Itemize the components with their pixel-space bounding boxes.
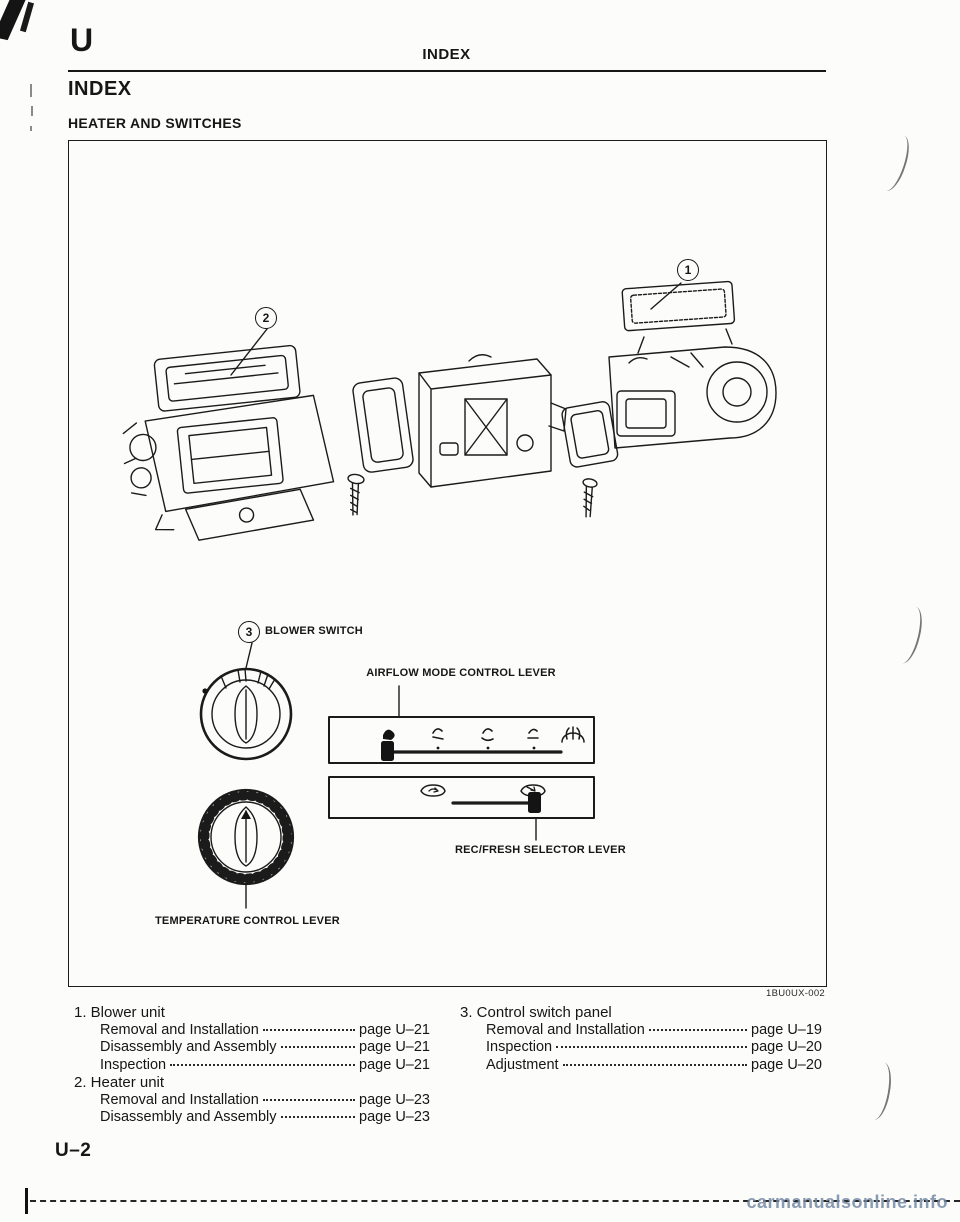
- scan-artifact: [891, 604, 927, 666]
- scan-artifact: [30, 126, 32, 131]
- entry-label: Removal and Installation: [100, 1021, 259, 1038]
- entry-label: Inspection: [100, 1056, 167, 1073]
- index-entry: Removal and Installation page U–19: [460, 1022, 822, 1040]
- airflow-label: AIRFLOW MODE CONTROL LEVER: [366, 667, 556, 679]
- figure-code: 1BU0UX-002: [766, 988, 825, 999]
- entry-label: Adjustment: [486, 1056, 559, 1073]
- screw-drawing: [347, 473, 365, 516]
- blower-switch-dial: [199, 667, 293, 761]
- scan-artifact: [31, 106, 33, 116]
- entry-page: page U–23: [359, 1091, 430, 1108]
- callout-2: 2: [255, 307, 277, 329]
- screw-drawing: [582, 478, 598, 518]
- figure-box: 1 2 3 BLOWER SWITCH AIRFLOW MODE CONTROL…: [68, 140, 827, 987]
- scan-artifact: [30, 84, 32, 97]
- entry-label: Removal and Installation: [486, 1021, 645, 1038]
- index-entry: Disassembly and Assembly page U–21: [74, 1039, 430, 1057]
- entry-label: Removal and Installation: [100, 1091, 259, 1108]
- index-entry: Removal and Installation page U–21: [74, 1022, 430, 1040]
- index-entry: Disassembly and Assembly page U–23: [74, 1109, 430, 1127]
- dot-leader: [262, 1028, 356, 1031]
- entry-page: page U–20: [751, 1056, 822, 1073]
- dot-leader: [648, 1028, 748, 1031]
- header-rule: [68, 70, 826, 72]
- index-entry: Inspection page U–21: [74, 1057, 430, 1075]
- figure-illustration: [122, 280, 777, 909]
- entry-label: Disassembly and Assembly: [100, 1109, 277, 1125]
- entry-page: page U–19: [751, 1021, 822, 1038]
- heater-unit-drawing: [122, 344, 335, 541]
- dot-leader: [562, 1063, 748, 1066]
- index-item-title: 1. Blower unit: [74, 1004, 165, 1021]
- scan-artifact: [863, 1060, 895, 1122]
- subsection-title: HEATER AND SWITCHES: [68, 115, 242, 131]
- page-title: INDEX: [68, 78, 132, 100]
- temperature-dial: [197, 788, 295, 909]
- index-item-title: 3. Control switch panel: [460, 1004, 612, 1021]
- section-letter: U: [70, 22, 95, 58]
- running-header: INDEX: [422, 46, 471, 63]
- temperature-label: TEMPERATURE CONTROL LEVER: [155, 915, 340, 927]
- callout-leaders: [230, 282, 682, 669]
- index-column-right: 3. Control switch panel Removal and Inst…: [460, 1004, 822, 1074]
- entry-page: page U–20: [751, 1039, 822, 1055]
- recfresh-label: REC/FRESH SELECTOR LEVER: [455, 844, 626, 856]
- blower-switch-label: BLOWER SWITCH: [265, 625, 363, 637]
- bottom-rule: [30, 1200, 960, 1202]
- page-number: U–2: [55, 1140, 92, 1161]
- entry-page: page U–23: [359, 1109, 430, 1125]
- dot-leader: [262, 1098, 356, 1101]
- watermark: carmanualsonline.info: [746, 1192, 948, 1212]
- entry-page: page U–21: [359, 1056, 430, 1073]
- index-column-left: 1. Blower unit Removal and Installation …: [74, 1004, 430, 1127]
- index-entry: Inspection page U–20: [460, 1039, 822, 1057]
- dot-leader: [170, 1063, 356, 1066]
- control-unit-drawing: [561, 280, 777, 518]
- callout-3: 3: [238, 621, 260, 643]
- index-item-title: 2. Heater unit: [74, 1074, 165, 1091]
- entry-label: Disassembly and Assembly: [100, 1039, 277, 1055]
- entry-label: Inspection: [486, 1039, 553, 1055]
- scan-artifact: [875, 132, 915, 194]
- scan-artifact: [25, 1188, 28, 1214]
- index-entry: Adjustment page U–20: [460, 1057, 822, 1075]
- airflow-mode-panel: [328, 685, 595, 764]
- index-entry: Removal and Installation page U–23: [74, 1092, 430, 1110]
- dot-leader: [280, 1046, 356, 1048]
- entry-page: page U–21: [359, 1021, 430, 1038]
- recfresh-panel: [328, 776, 595, 841]
- dot-leader: [556, 1046, 748, 1048]
- dot-leader: [280, 1116, 356, 1118]
- entry-page: page U–21: [359, 1039, 430, 1055]
- blower-unit-drawing: [347, 354, 567, 516]
- callout-1: 1: [677, 259, 699, 281]
